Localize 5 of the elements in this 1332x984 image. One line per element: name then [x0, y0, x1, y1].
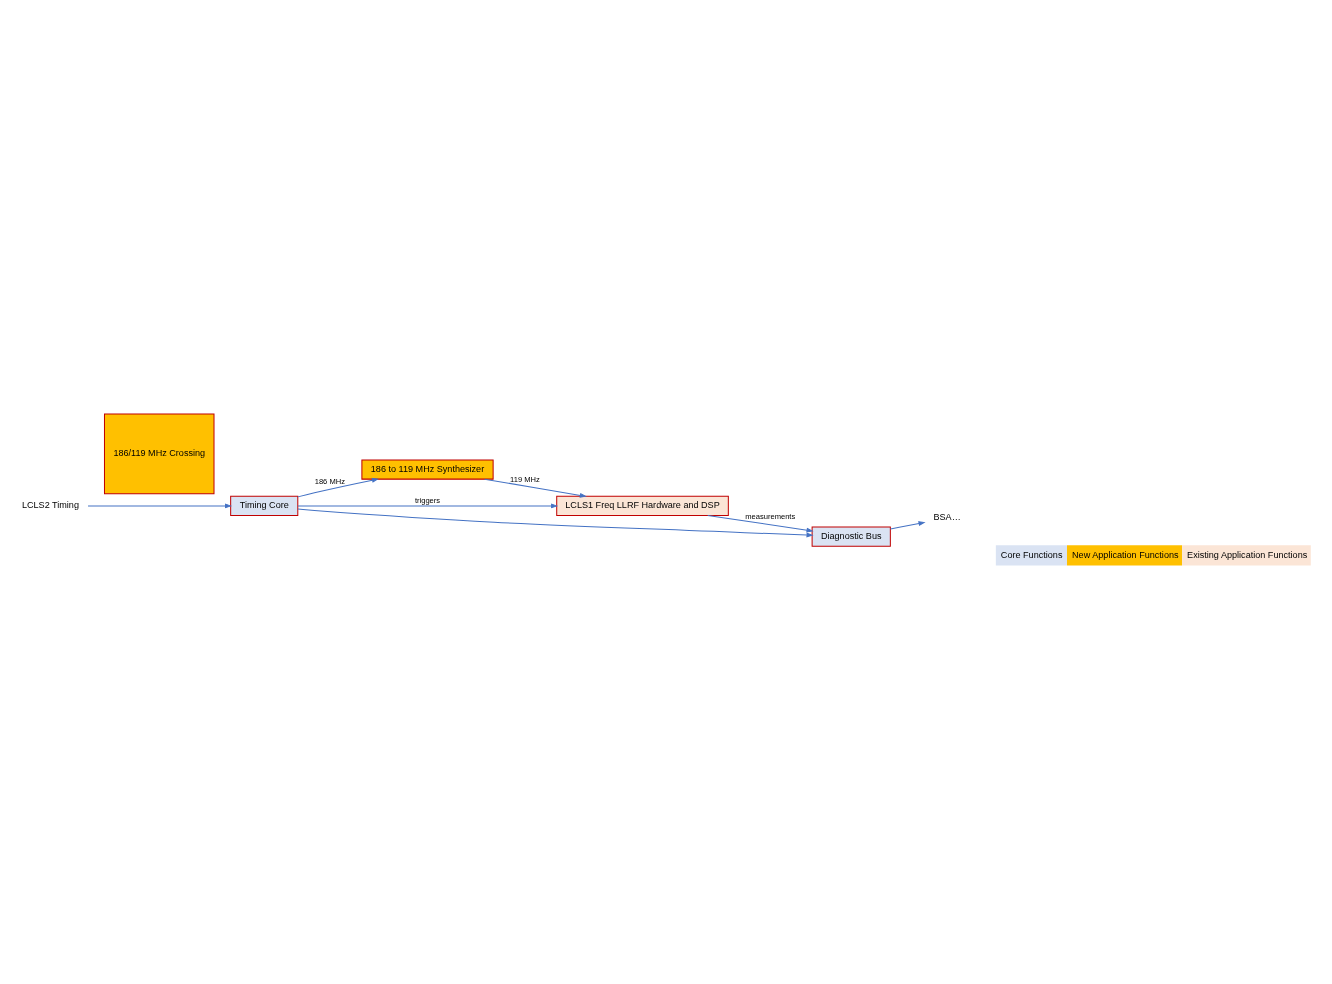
- legend-label: Core Functions: [1000, 549, 1062, 560]
- node-text: BSA…: [933, 512, 961, 523]
- node-text: LCLS2 Timing: [21, 500, 79, 511]
- legend-label: Existing Application Functions: [1186, 549, 1307, 560]
- legend-label: New Application Functions: [1071, 549, 1179, 560]
